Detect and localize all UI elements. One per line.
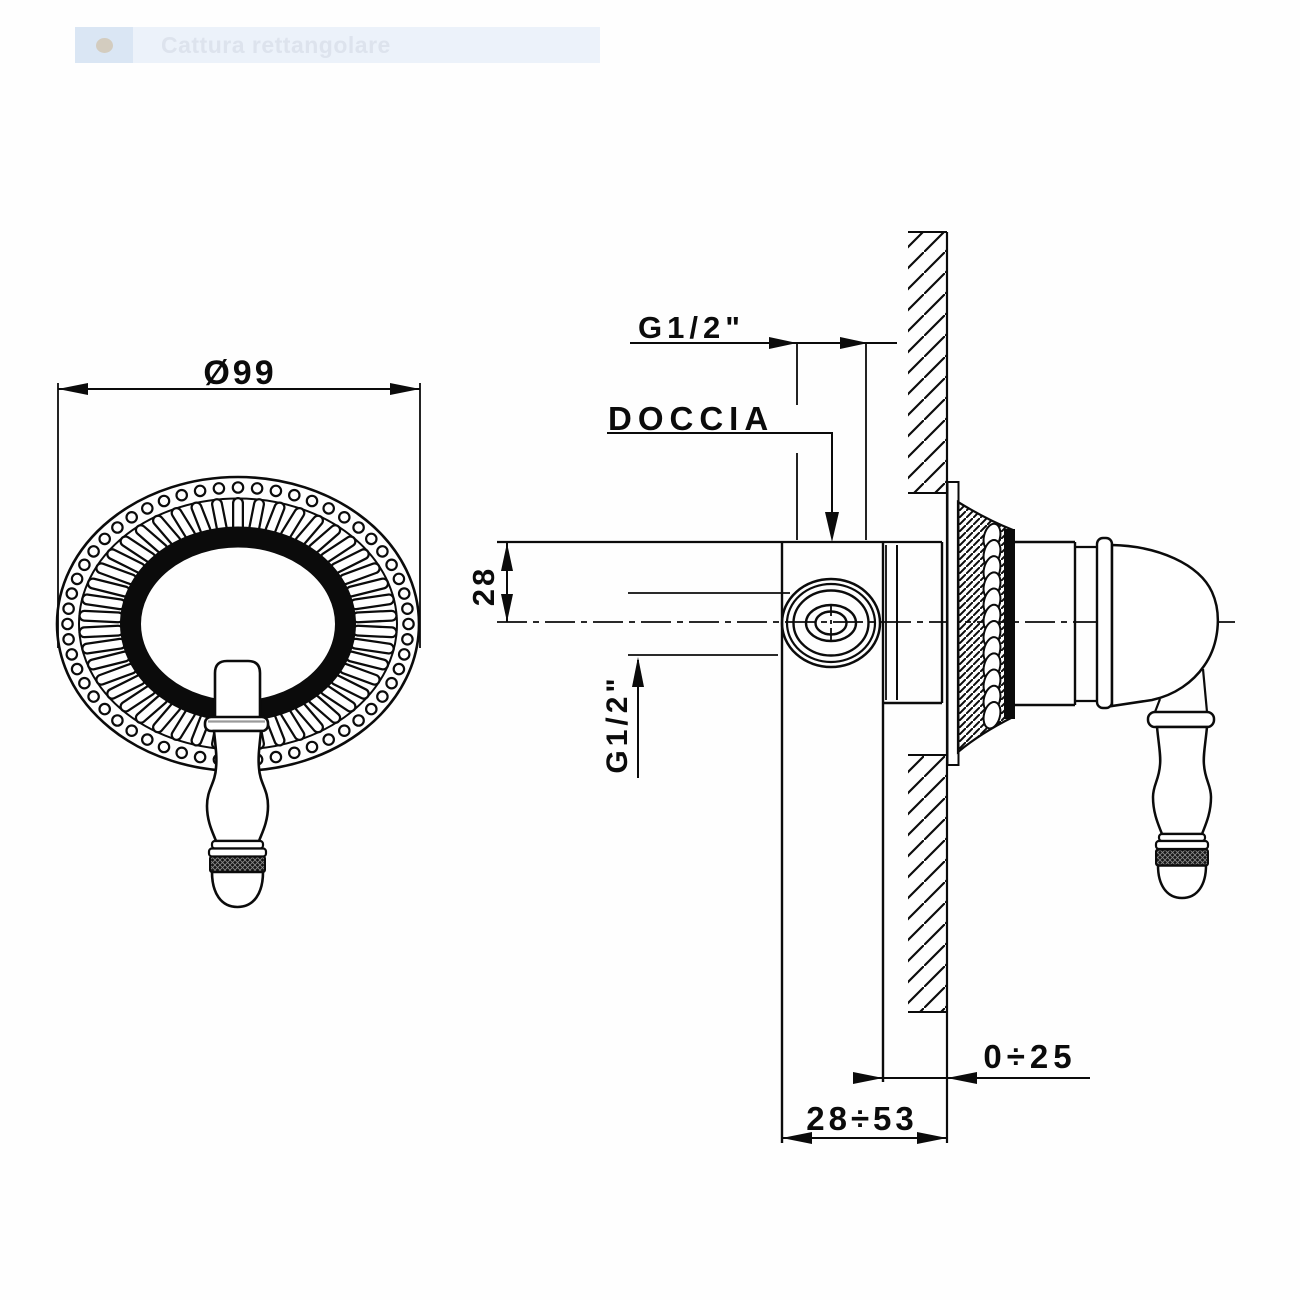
dim-thread-bottom: G1/2" — [601, 592, 790, 778]
cone-edge-band — [1004, 529, 1015, 719]
flute-ring — [78, 497, 398, 751]
cone-flute-tips — [982, 522, 1002, 730]
handle-knurl-band-front — [209, 855, 266, 873]
dim-diameter-label: Ø99 — [203, 354, 276, 392]
offset-28-label: 28 — [466, 566, 501, 606]
handle-hub — [1013, 536, 1220, 713]
bead-ring — [61, 481, 415, 767]
dim-diameter: Ø99 — [57, 354, 421, 648]
capture-mode-cell[interactable] — [75, 27, 133, 63]
side-view: G1/2" DOCCIA 28 — [466, 231, 1235, 1144]
dim-thread-top: G1/2" — [630, 310, 897, 540]
handle-front — [203, 659, 270, 909]
wall-depth-label: 0÷25 — [983, 1038, 1076, 1075]
dim-offset-28: 28 — [466, 543, 513, 622]
thread-bottom-label: G1/2" — [601, 674, 634, 773]
dim-total-depth: 28÷53 — [782, 1100, 947, 1144]
thread-top-label: G1/2" — [638, 310, 745, 345]
valve-body — [497, 540, 944, 1143]
handle-side — [1146, 710, 1216, 900]
total-depth-label: 28÷53 — [806, 1100, 918, 1137]
capture-toolbar[interactable]: Cattura rettangolare — [75, 27, 600, 63]
doccia-label: DOCCIA — [608, 400, 774, 437]
record-dot-icon — [95, 37, 113, 53]
capture-tool-label: Cattura rettangolare — [161, 31, 391, 58]
callout-doccia: DOCCIA — [607, 400, 839, 542]
front-view: Ø99 — [55, 354, 421, 909]
handle-knurl-band-side — [1155, 848, 1209, 867]
wall-section — [908, 231, 949, 1143]
escutcheon — [946, 481, 1015, 766]
dim-wall-depth: 0÷25 — [853, 1038, 1090, 1084]
